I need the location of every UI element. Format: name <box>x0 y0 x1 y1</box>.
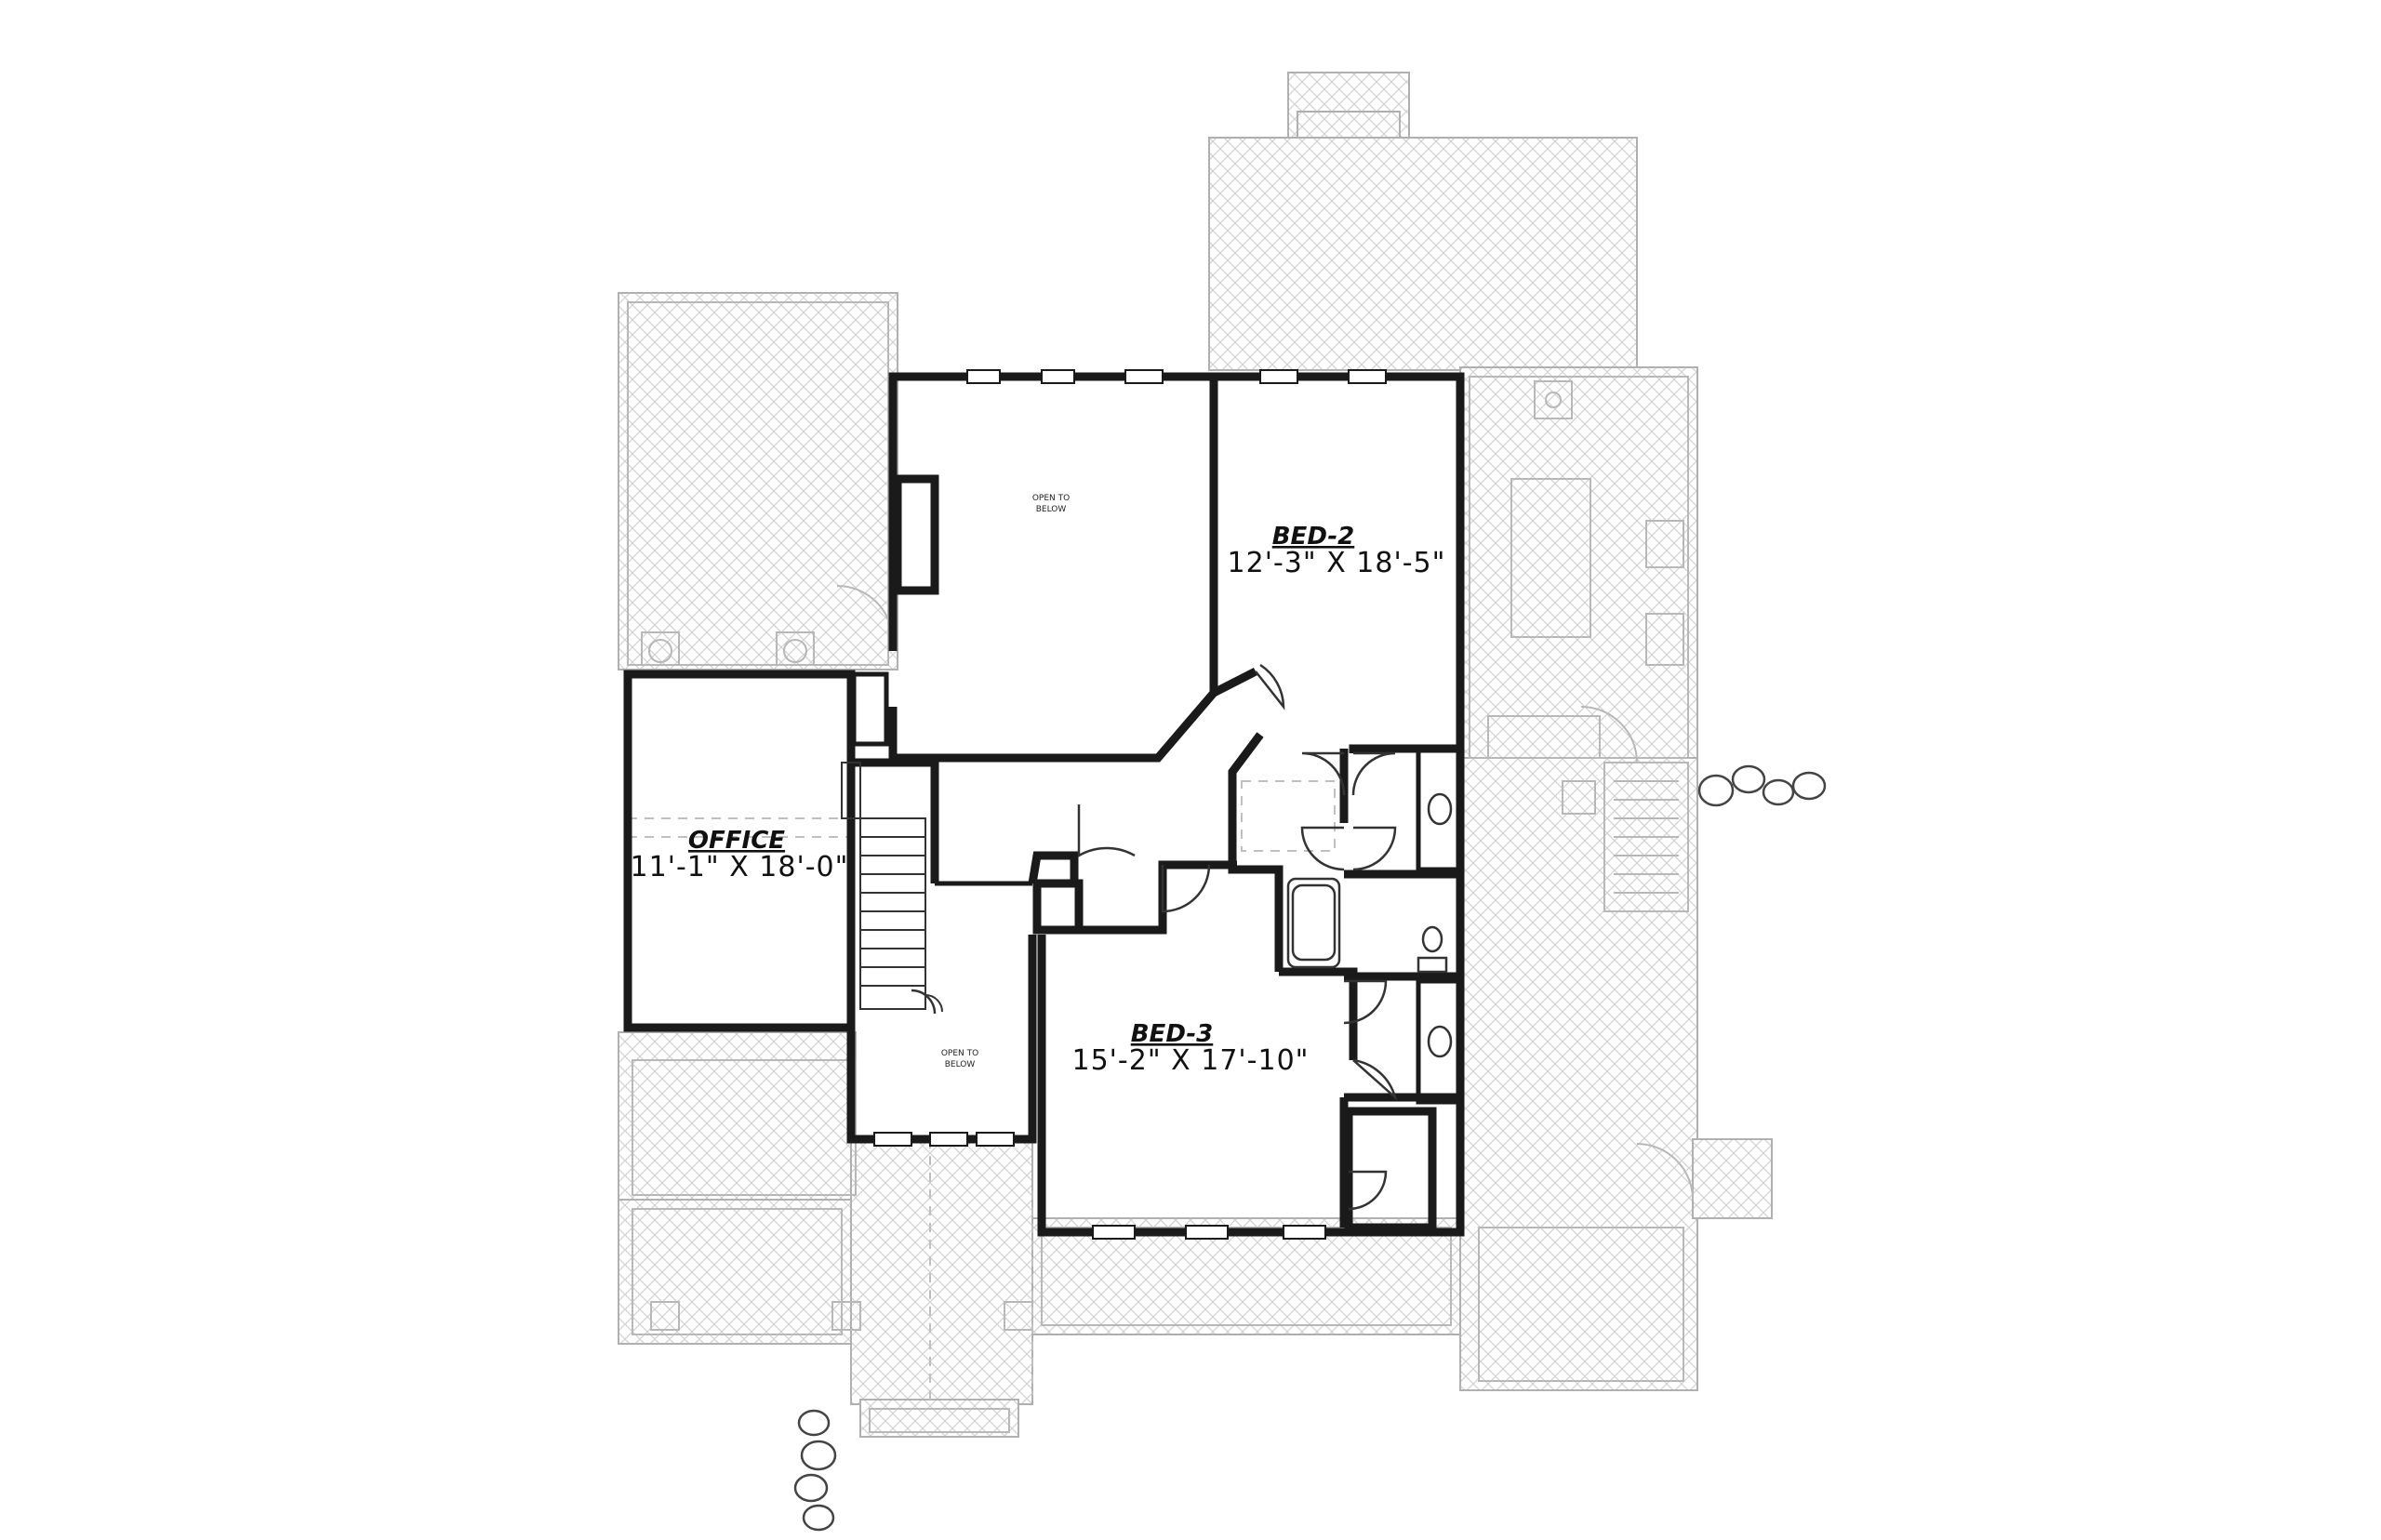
bed2-name: BED-2 <box>1272 523 1355 551</box>
staircase <box>841 762 943 1013</box>
open-to-below-2-line1: OPEN TO <box>941 1049 978 1058</box>
office-dimensions: 11'-1" X 18'-0" <box>631 851 849 883</box>
lower-floor-ghost <box>618 72 1773 1438</box>
bed3-name: BED-3 <box>1131 1020 1214 1048</box>
bath-fixtures <box>1417 792 1453 1058</box>
stepping-stones <box>793 764 1827 1532</box>
door-swings <box>911 663 1398 1211</box>
open-to-below-1-line2: BELOW <box>1036 505 1067 514</box>
upper-floor-walls <box>623 372 1465 1237</box>
office-name: OFFICE <box>688 827 785 855</box>
open-to-below-2-line2: BELOW <box>945 1060 976 1069</box>
room-labels: BED-2 12'-3" X 18'-5" BED-3 15'-2" X 17'… <box>631 494 1446 1077</box>
windows <box>873 369 1387 1240</box>
bed3-dimensions: 15'-2" X 17'-10" <box>1072 1044 1310 1077</box>
bed2-dimensions: 12'-3" X 18'-5" <box>1228 547 1446 579</box>
open-to-below-1-line1: OPEN TO <box>1032 494 1070 503</box>
